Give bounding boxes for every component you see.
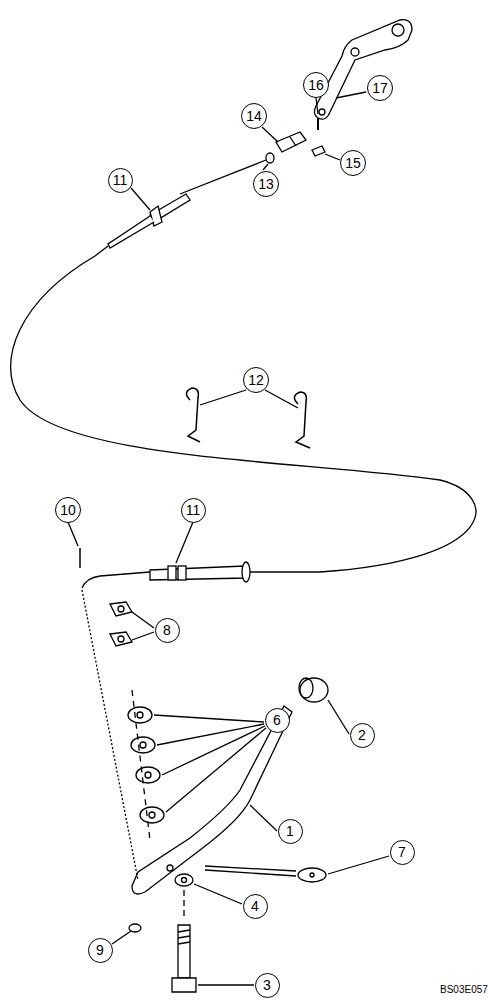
callout-number: 4 (251, 899, 259, 913)
callout-circle: 4 (243, 894, 268, 919)
callout-circle: 8 (155, 618, 180, 643)
callout-number: 17 (372, 81, 388, 95)
callout-number: 6 (273, 713, 281, 727)
callout-number: 14 (246, 109, 262, 123)
callout-number: 7 (398, 845, 406, 859)
callout-circle: 3 (255, 973, 280, 998)
callout-number: 9 (96, 943, 104, 957)
callout-number: 15 (345, 156, 361, 170)
callout-circle: 11 (181, 498, 206, 523)
callout-number: 8 (163, 623, 171, 637)
callout-circle: 7 (390, 840, 415, 865)
callout-number: 3 (263, 978, 271, 992)
callout-number: 16 (308, 78, 324, 92)
callout-circle: 15 (340, 150, 366, 176)
callout-number: 2 (358, 728, 366, 742)
callout-circle: 17 (367, 75, 393, 101)
callout-circle: 1 (278, 819, 303, 844)
callout-circle: 10 (55, 497, 81, 523)
figure-code: BS03E057 (440, 984, 488, 995)
callout-circle: 16 (303, 72, 329, 98)
callout-circle: 9 (88, 938, 113, 963)
callout-number: 10 (60, 503, 76, 517)
callout-number: 13 (258, 177, 274, 191)
callout-circle: 14 (241, 103, 267, 129)
callout-circle: 2 (350, 723, 375, 748)
callout-number: 11 (113, 173, 128, 187)
callout-circle: 11 (108, 168, 133, 193)
callout-circle: 6 (265, 708, 290, 733)
callout-number: 12 (248, 373, 264, 387)
callout-circle: 12 (243, 367, 269, 393)
callout-number: 1 (286, 824, 294, 838)
callout-number: 11 (186, 503, 201, 517)
callout-circle: 13 (253, 171, 279, 197)
